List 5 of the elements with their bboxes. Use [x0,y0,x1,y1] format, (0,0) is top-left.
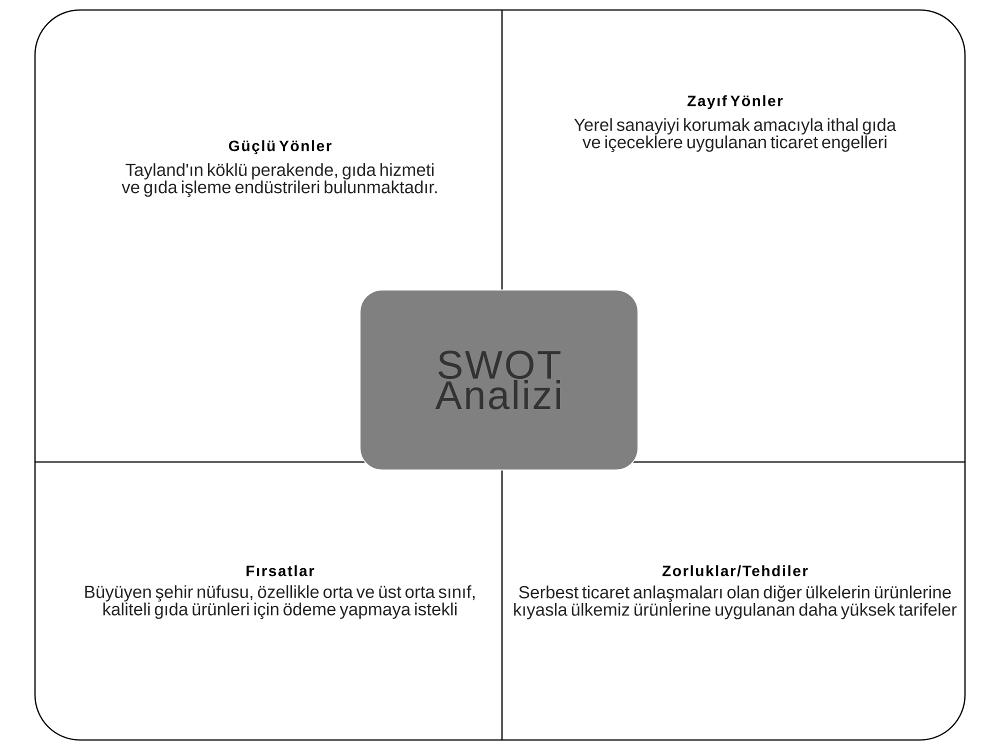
title-box: SWOT Analizi [360,290,638,470]
quadrant-text: Zayıf Yönler Yerel sanayiyi korumak amacıyla ithal gıda ve içeceklere uygulanan ticaret engelleri [574,95,896,152]
quadrant-text: Güçlü Yönler Tayland'ın köklü perakende, gıda hizmeti ve gıda işleme endüstrileri bulunmaktadır. [122,140,437,197]
quadrant-text: Fırsatlar Büyüyen şehir nüfusu, özellikle orta ve üst orta sınıf, kaliteli gıda ürünleri için ödeme yapmaya istekli [85,565,475,619]
quadrant-text: Zorluklar/Tehdiler Serbest ticaret anlaşmaları olan diğer ülkelerin ürünlerine kıyasla ülkemiz ürünlerine uygulanan daha yüksek tarifeler [514,565,957,620]
